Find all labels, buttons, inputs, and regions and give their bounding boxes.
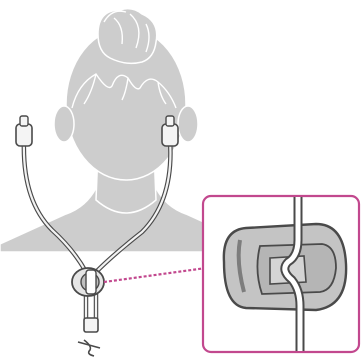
left-ear xyxy=(53,105,75,143)
magnified-cable xyxy=(280,197,305,351)
earbud-left xyxy=(15,115,33,147)
cable-clip xyxy=(71,267,105,297)
earbud-right xyxy=(161,115,179,147)
detail-leader-line xyxy=(103,266,207,284)
hair-lines xyxy=(71,10,177,109)
inset-detail xyxy=(201,194,361,354)
person-figure xyxy=(0,7,253,253)
hair-bun xyxy=(97,7,158,65)
right-ear xyxy=(177,105,199,143)
usb-connector xyxy=(77,317,101,357)
